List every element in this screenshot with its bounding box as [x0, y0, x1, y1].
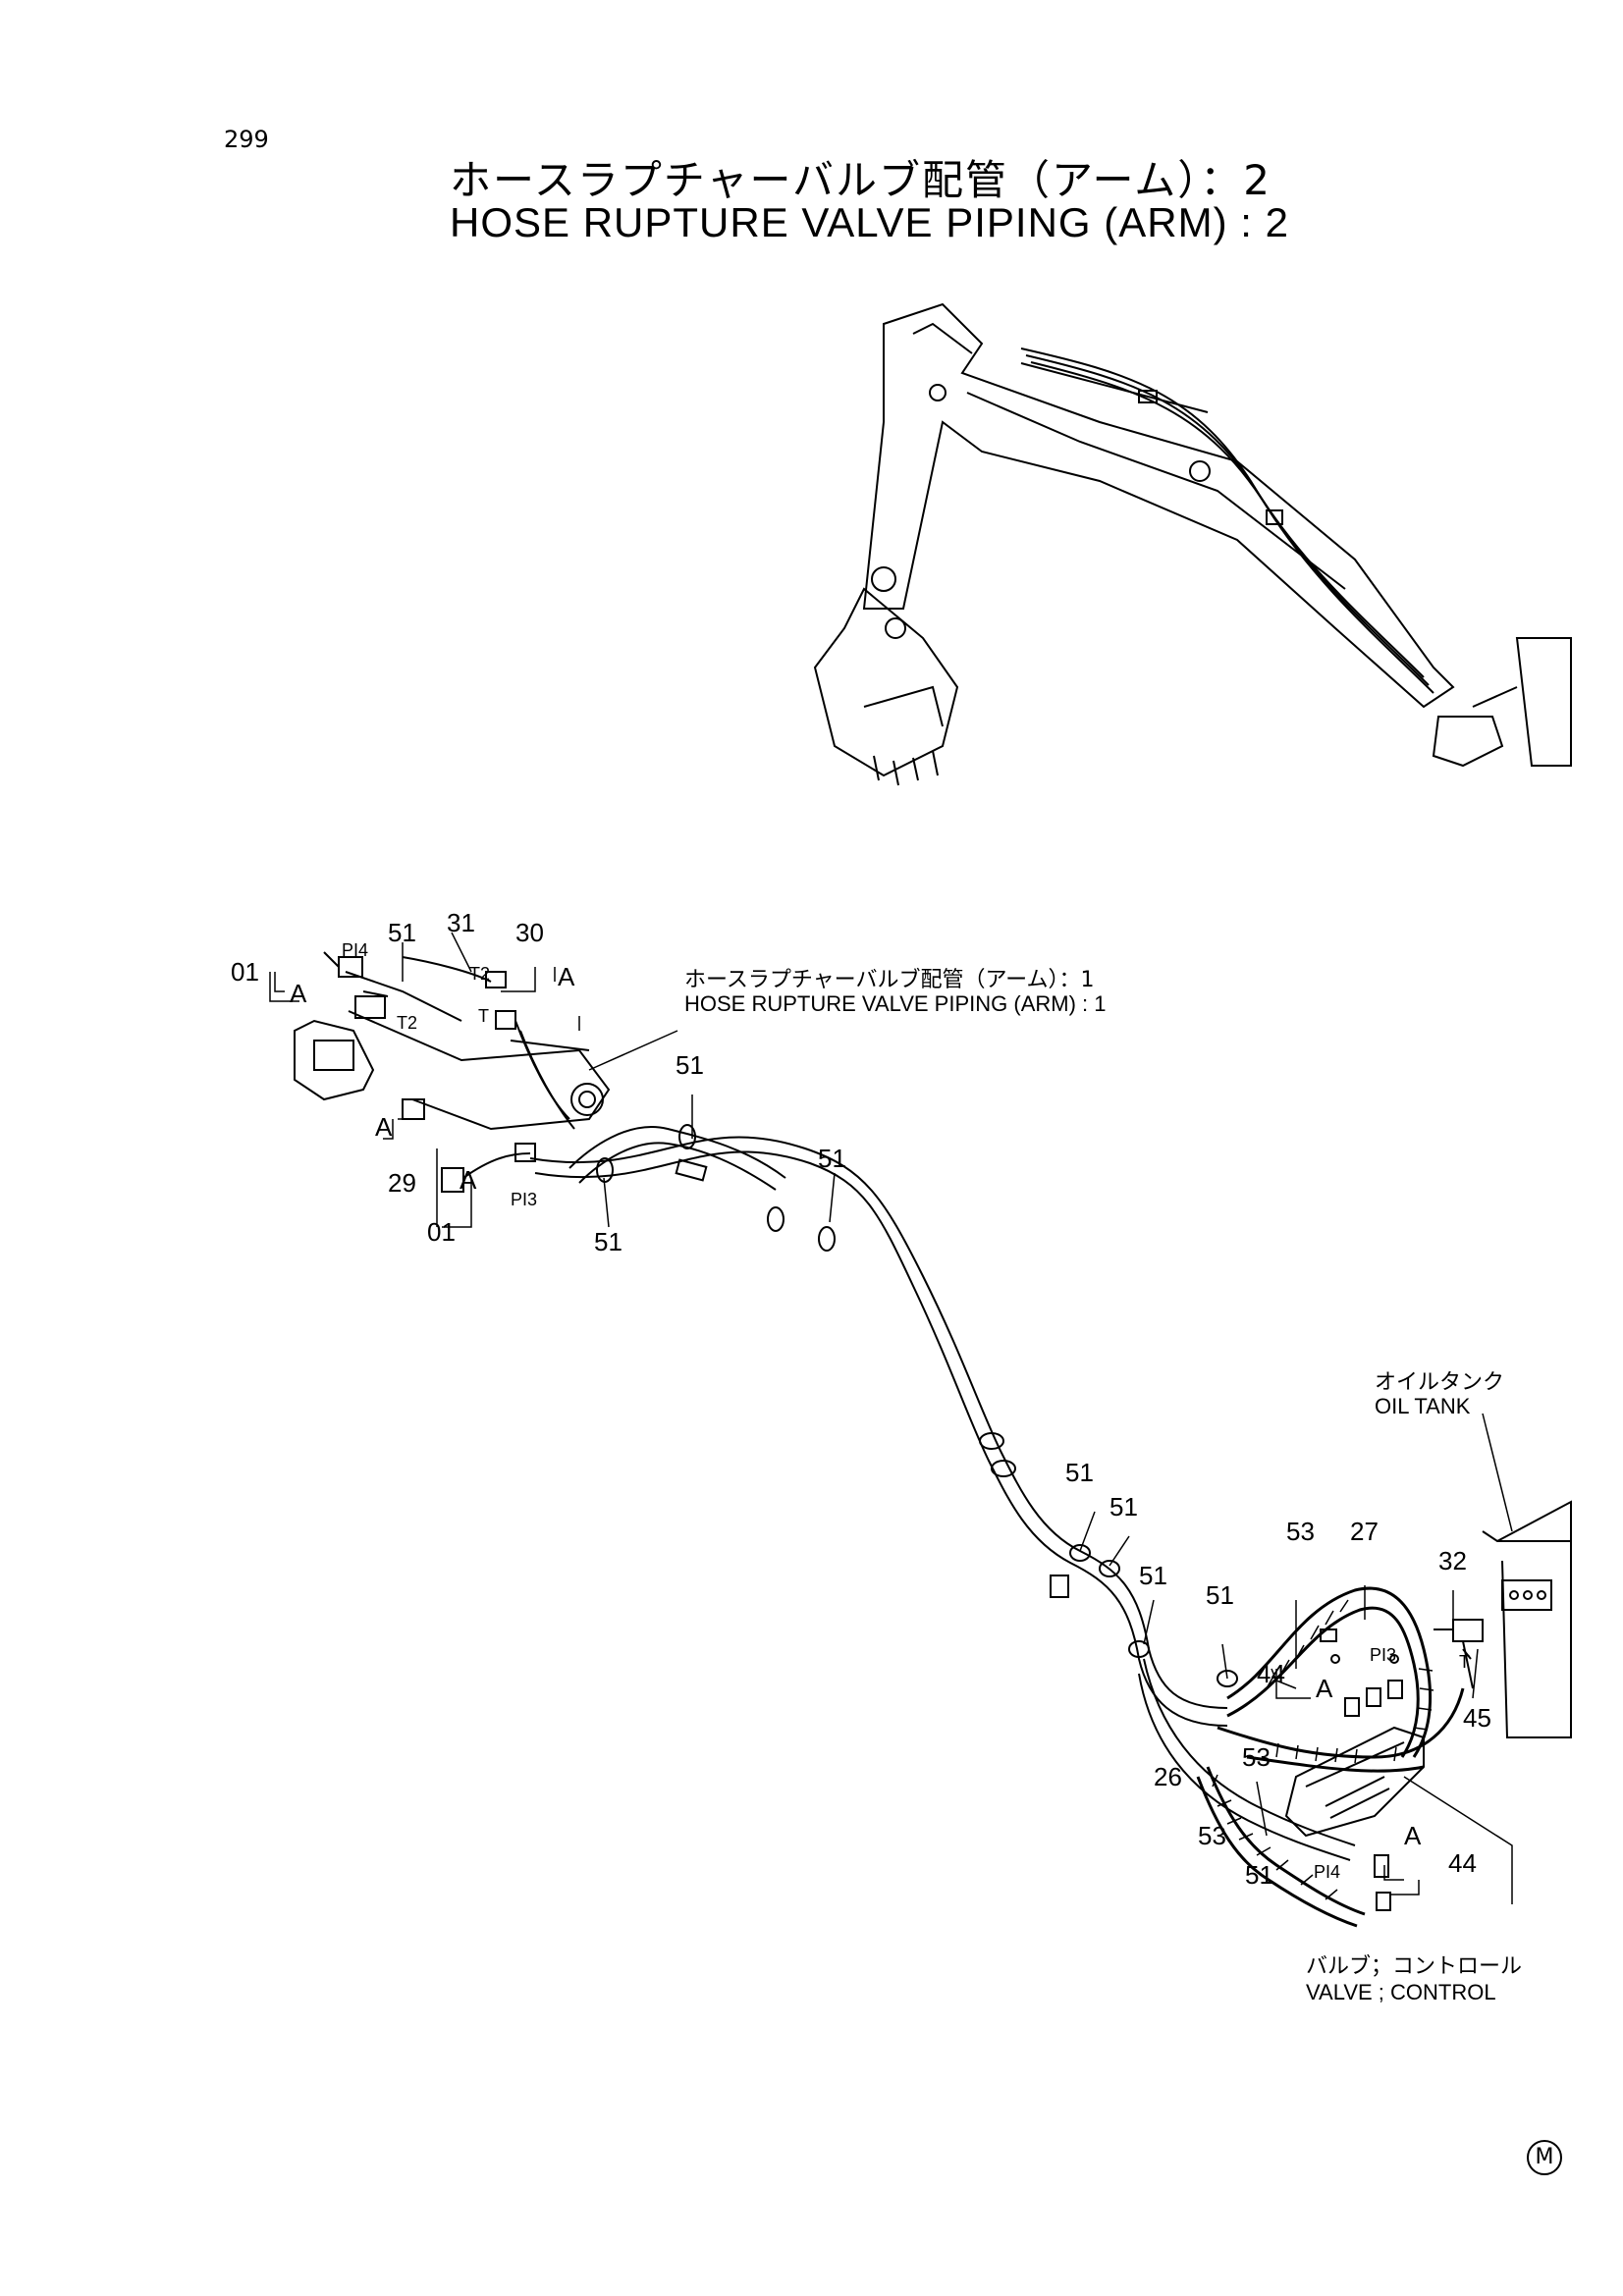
port-label-pi4: PI4 — [1314, 1862, 1341, 1882]
callout-51: 51 — [1065, 1458, 1094, 1487]
callout-51: 51 — [818, 1144, 846, 1173]
view-a-label: A — [1404, 1821, 1422, 1850]
piping-ref-note-ja: ホースラプチャーバルブ配管（アーム）：1 — [684, 968, 1095, 992]
callout-01: 01 — [427, 1217, 456, 1247]
callout-51: 51 — [1139, 1561, 1167, 1590]
page-title-ja: ホースラプチャーバルブ配管（アーム）：2 — [450, 156, 1272, 204]
control-valve-label-en: VALVE ; CONTROL — [1306, 1980, 1496, 2004]
brand-mark: M — [1527, 2140, 1562, 2175]
callout-53: 53 — [1286, 1517, 1315, 1546]
spiral-guard-wraps — [1217, 1599, 1434, 1900]
control-valve-label-ja: バルブ；コントロール — [1306, 1954, 1523, 1979]
callout-51: 51 — [594, 1227, 622, 1256]
view-a-label: A — [290, 979, 307, 1008]
callout-51: 51 — [388, 918, 416, 947]
excavator-boom-illustration — [813, 302, 1572, 786]
view-a-label: A — [558, 962, 575, 991]
callout-51: 51 — [1206, 1580, 1234, 1610]
callout-27: 27 — [1350, 1517, 1379, 1546]
callout-01: 01 — [231, 957, 259, 987]
oil-tank-label-en: OIL TANK — [1375, 1394, 1471, 1418]
port-label-pi3: PI3 — [511, 1190, 538, 1209]
page-title-en: HOSE RUPTURE VALVE PIPING (ARM) : 2 — [450, 199, 1289, 245]
callout-29: 29 — [388, 1168, 416, 1198]
view-a-label: A — [1316, 1674, 1333, 1703]
callout-53: 53 — [1242, 1742, 1271, 1772]
callout-44: 44 — [1257, 1659, 1285, 1688]
leader-lines — [269, 932, 1513, 1904]
control-valve-body — [1284, 1629, 1425, 1911]
callout-30: 30 — [515, 918, 544, 947]
callout-32: 32 — [1438, 1546, 1467, 1575]
page-number: 299 — [224, 126, 269, 153]
piping-ref-note-en: HOSE RUPTURE VALVE PIPING (ARM) : 1 — [684, 991, 1107, 1016]
port-label-t2: T2 — [469, 964, 491, 984]
callout-45: 45 — [1463, 1703, 1491, 1733]
port-label-t2: T2 — [397, 1013, 418, 1033]
port-label-t: T — [478, 1006, 489, 1026]
callout-51: 51 — [1245, 1860, 1273, 1890]
callout-44: 44 — [1448, 1848, 1477, 1878]
port-label-pi4: PI4 — [342, 940, 369, 960]
callout-26: 26 — [1154, 1762, 1182, 1791]
callout-51: 51 — [1109, 1492, 1138, 1522]
callout-53: 53 — [1198, 1821, 1226, 1850]
callout-31: 31 — [447, 908, 475, 937]
hose-rupture-valve-assembly — [294, 951, 611, 1193]
hose-run — [529, 1124, 1356, 1861]
callout-51: 51 — [676, 1050, 704, 1080]
oil-tank-label-ja: オイルタンク — [1375, 1370, 1505, 1395]
view-a-label: A — [460, 1165, 477, 1195]
port-label-pi3: PI3 — [1370, 1645, 1397, 1665]
view-a-label: A — [375, 1112, 393, 1142]
oil-tank-illustration — [1434, 1500, 1572, 1738]
port-label-t: T — [1459, 1652, 1470, 1672]
